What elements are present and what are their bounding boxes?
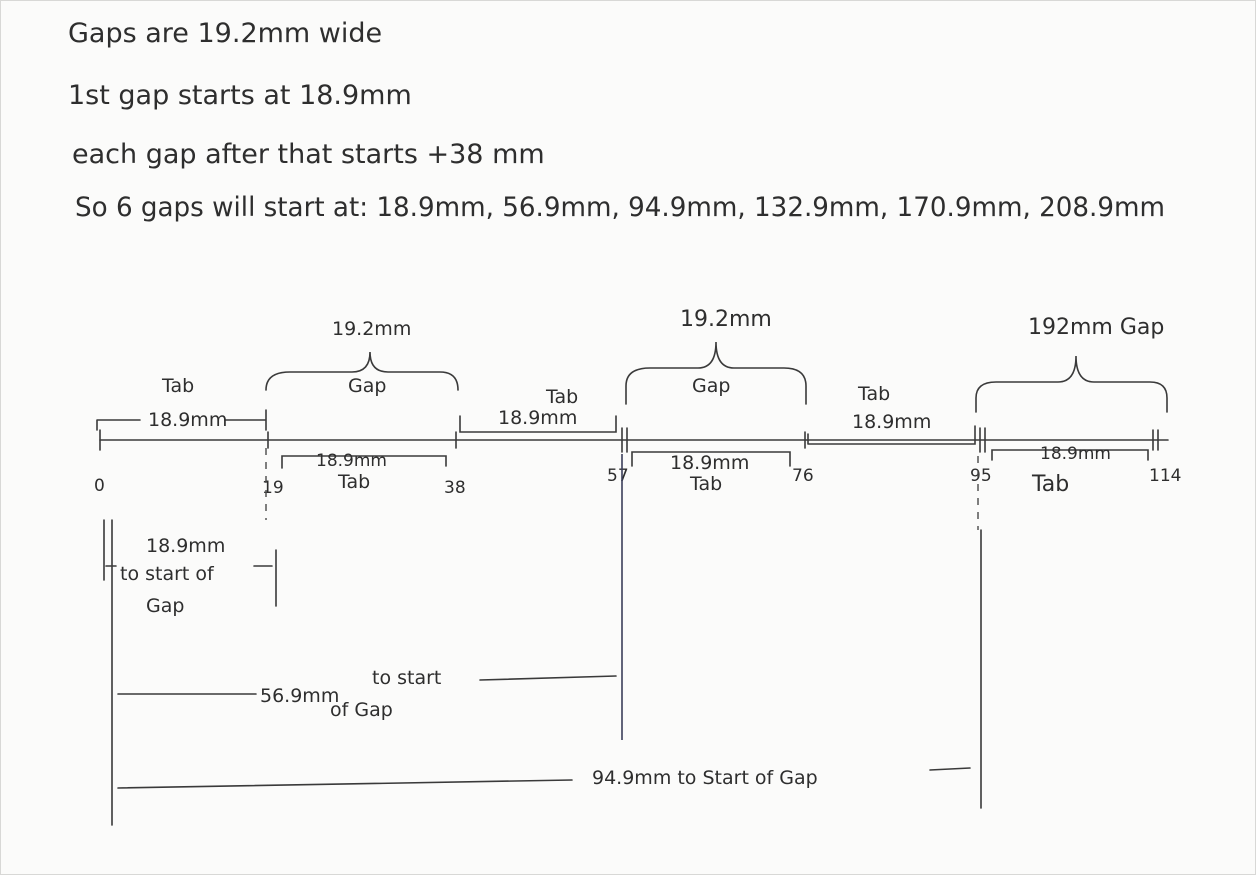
tab2-width: 18.9mm [498, 407, 577, 429]
tick-label-114: 114 [1149, 466, 1181, 486]
dim2-line-right [479, 675, 617, 681]
note-gap-width: Gaps are 19.2mm wide [68, 18, 382, 49]
tick-label-57: 57 [607, 466, 629, 486]
tab-b-title: Tab [689, 473, 722, 495]
dim2-text: to start [372, 667, 441, 689]
dim1-gap: Gap [146, 595, 184, 617]
gap1-width: 19.2mm [332, 318, 411, 340]
gap3-brace [975, 355, 1168, 413]
note-gap-starts: So 6 gaps will start at: 18.9mm, 56.9mm,… [75, 192, 1165, 223]
tab-c-width: 18.9mm [1040, 444, 1111, 464]
gap1-title: Gap [348, 375, 386, 397]
tab2-title: Tab [545, 386, 578, 408]
tab-c-bracket [991, 449, 1149, 461]
dim1-text: to start of [120, 563, 215, 585]
ruler-end-right [1152, 429, 1159, 451]
note-gap-spacing: each gap after that starts +38 mm [72, 139, 545, 170]
tick-label-0: 0 [94, 476, 105, 496]
tick-label-38: 38 [444, 478, 466, 498]
gap2-title: Gap [692, 375, 730, 397]
dim2-value: 56.9mm [260, 685, 339, 707]
tick-mark-95 [979, 427, 986, 453]
tick-label-95: 95 [970, 466, 992, 486]
tab1-dimension-line [96, 409, 267, 431]
tab-c-title: Tab [1031, 472, 1069, 497]
dim3-line [117, 779, 573, 789]
gap2-brace [625, 341, 807, 405]
dim3-text: 94.9mm to Start of Gap [592, 767, 818, 789]
tab3-width: 18.9mm [852, 411, 931, 433]
tick-label-19: 19 [262, 478, 284, 498]
tick-label-76: 76 [792, 466, 814, 486]
tab-b-bracket [631, 451, 791, 467]
tab3-bracket [807, 425, 976, 445]
tab2-bracket [459, 415, 617, 433]
dim1-value: 18.9mm [146, 535, 225, 557]
gap3-width: 192mm Gap [1028, 315, 1164, 340]
gap2-width: 19.2mm [680, 307, 772, 332]
tick-mark-57 [621, 427, 628, 453]
tab-a-bracket [281, 455, 447, 469]
tab-a-title: Tab [337, 471, 370, 493]
tab1-title: Tab [161, 375, 194, 397]
dim3-line-right [929, 767, 971, 771]
tab-b-width: 18.9mm [670, 452, 749, 474]
note-first-gap: 1st gap starts at 18.9mm [68, 80, 412, 111]
tab-a-width: 18.9mm [316, 451, 387, 471]
tab1-width: 18.9mm [148, 409, 227, 431]
tab3-title: Tab [857, 383, 890, 405]
dim2-gap: of Gap [330, 699, 393, 721]
gap1-brace [265, 351, 459, 391]
